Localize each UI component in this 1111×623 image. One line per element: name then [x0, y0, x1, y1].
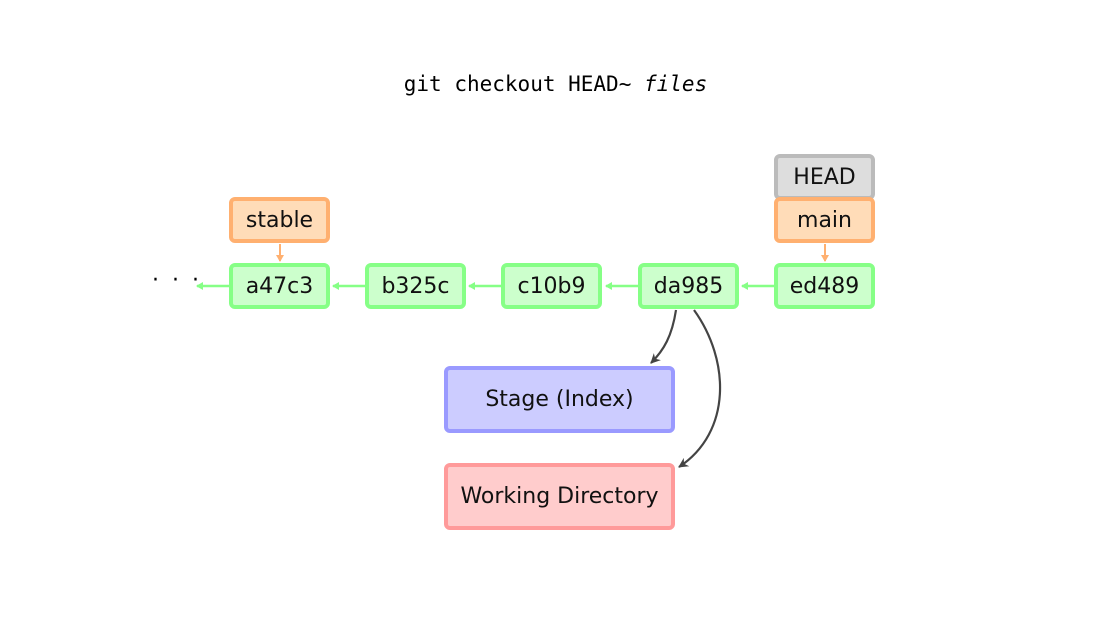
commit-b325c: b325c — [365, 263, 466, 309]
checkout-arrow-to-working-directory — [678, 309, 722, 468]
checkout-arrow-to-stage — [650, 309, 678, 364]
branch-main-box: main — [774, 197, 875, 243]
command-argument: files — [644, 72, 708, 96]
commit-a47c3: a47c3 — [229, 263, 330, 309]
history-ellipsis: · · · — [152, 268, 202, 293]
commit-da985: da985 — [638, 263, 739, 309]
branch-stable-box: stable — [229, 197, 330, 243]
commit-c10b9: c10b9 — [501, 263, 602, 309]
command-title: git checkout HEAD~ files — [0, 72, 1111, 96]
commit-ed489: ed489 — [774, 263, 875, 309]
command-text: git checkout HEAD~ — [403, 72, 632, 96]
head-ref-box: HEAD — [774, 154, 875, 200]
stage-index-box: Stage (Index) — [444, 366, 675, 433]
working-directory-box: Working Directory — [444, 463, 675, 530]
